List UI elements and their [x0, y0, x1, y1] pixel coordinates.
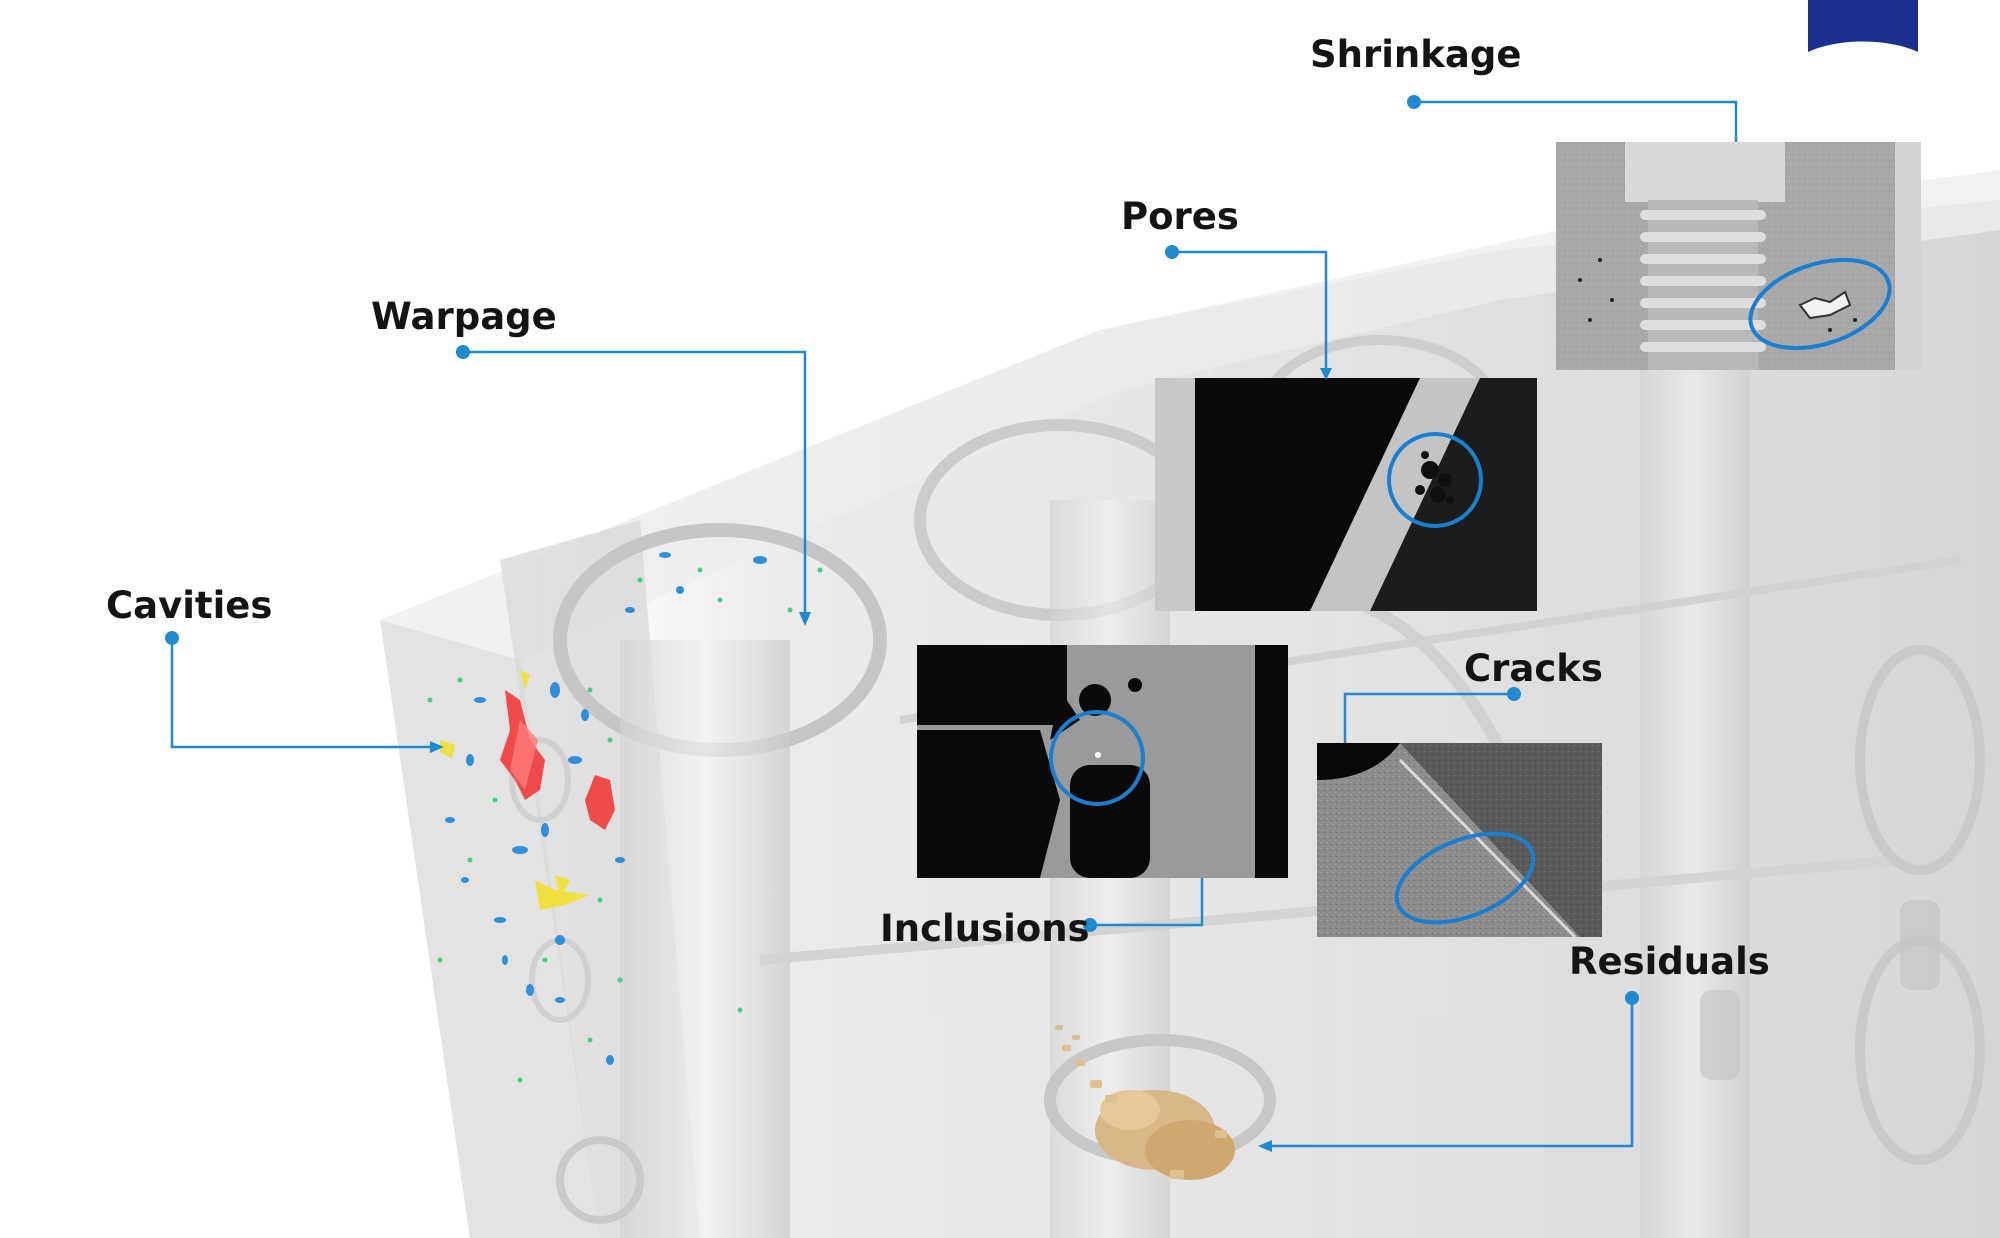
inclusions-dot-marker [1083, 918, 1097, 932]
residuals-connector [1272, 998, 1634, 1148]
cavities-arrowhead [430, 741, 444, 753]
shrinkage-connector [1414, 100, 1738, 142]
inclusions-highlight-ring [1049, 710, 1145, 806]
inclusions-connector [1090, 878, 1204, 927]
cracks-inset [1317, 743, 1602, 939]
label-inclusions: Inclusions [880, 907, 1090, 950]
pores-arrowhead [1320, 368, 1332, 380]
pores-highlight-ring [1387, 432, 1483, 528]
cavities-connector [170, 638, 430, 749]
callout-dots [165, 95, 1639, 1005]
cracks-connector [1343, 692, 1514, 743]
shrinkage-highlight-ring [1748, 257, 1892, 351]
inclusions-inset [917, 645, 1288, 878]
residuals-dot-marker [1625, 991, 1639, 1005]
label-cracks: Cracks [1464, 647, 1603, 690]
brand-corner-logo [1808, 0, 1918, 52]
warpage-connector [463, 350, 807, 615]
cavities-dot-marker [165, 631, 179, 645]
shrinkage-dot-marker [1407, 95, 1421, 109]
cavity-particles [427, 552, 823, 1083]
label-residuals: Residuals [1569, 940, 1770, 983]
arrowheads [430, 368, 1332, 1152]
pores-dot-marker [1165, 245, 1179, 259]
callout-lines [170, 100, 1738, 1148]
warpage-arrowhead [799, 612, 811, 626]
pores-inset [1155, 378, 1537, 611]
shrinkage-inset [1556, 142, 1921, 370]
pores-connector [1172, 250, 1328, 372]
cracks-dot-marker [1507, 687, 1521, 701]
residuals-arrowhead [1258, 1140, 1272, 1152]
residual-particles [1055, 1025, 1235, 1180]
label-shrinkage: Shrinkage [1310, 33, 1522, 76]
cracks-highlight-ring [1394, 831, 1536, 925]
warpage-dot-marker [456, 345, 470, 359]
label-pores: Pores [1121, 195, 1239, 238]
label-warpage: Warpage [371, 295, 557, 338]
label-cavities: Cavities [106, 584, 273, 627]
